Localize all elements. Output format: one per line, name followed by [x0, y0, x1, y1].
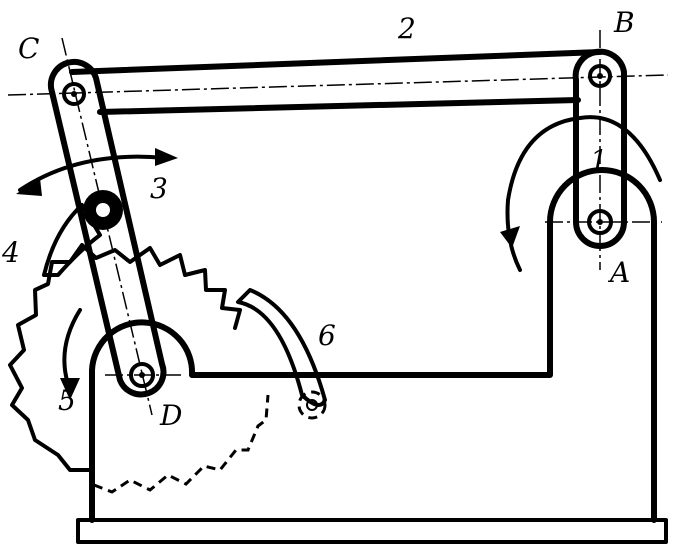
- rotation-arc-lever: [18, 154, 167, 192]
- label-1: 1: [590, 144, 608, 177]
- label-D: D: [159, 399, 182, 432]
- stop-pawl-6: [236, 288, 327, 407]
- crank-1: [572, 48, 627, 249]
- ratchet-wheel: [8, 243, 242, 472]
- connecting-rod-2: [69, 49, 603, 75]
- arrow-head-lever-right: [155, 148, 178, 166]
- arrow-head-crank: [500, 226, 520, 248]
- label-C: C: [18, 32, 39, 65]
- label-A: A: [607, 256, 630, 289]
- pawl-4-pivot-inner: [96, 203, 110, 217]
- joint-C-center: [71, 91, 77, 97]
- arrow-head-wheel: [60, 378, 80, 400]
- joint-B-center: [597, 73, 603, 79]
- label-5: 5: [58, 384, 76, 417]
- centerline-horizontal-top: [7, 74, 669, 96]
- pawl-6-pivot-center: [306, 399, 318, 411]
- label-3: 3: [150, 172, 168, 205]
- joint-C: [62, 82, 86, 106]
- joint-B: [588, 64, 612, 88]
- rocker-lever-3: [47, 58, 167, 398]
- label-6: 6: [318, 319, 336, 352]
- arrow-head-lever-left: [16, 178, 42, 196]
- label-2: 2: [397, 12, 416, 45]
- joint-D: [129, 362, 155, 388]
- frame: [89, 167, 657, 523]
- connecting-rod-2-lower: [97, 97, 581, 115]
- centerline-lever: [61, 37, 153, 416]
- label-B: B: [613, 6, 635, 39]
- joint-D-center: [139, 372, 145, 378]
- rotation-arc-crank: [505, 115, 662, 272]
- joint-A: [587, 209, 613, 235]
- joint-A-center: [597, 219, 603, 225]
- base-plate: [76, 518, 668, 544]
- label-4: 4: [1, 236, 20, 269]
- ratchet-wheel-hidden-edge: [93, 394, 270, 494]
- pawl-6-pivot: [297, 390, 327, 420]
